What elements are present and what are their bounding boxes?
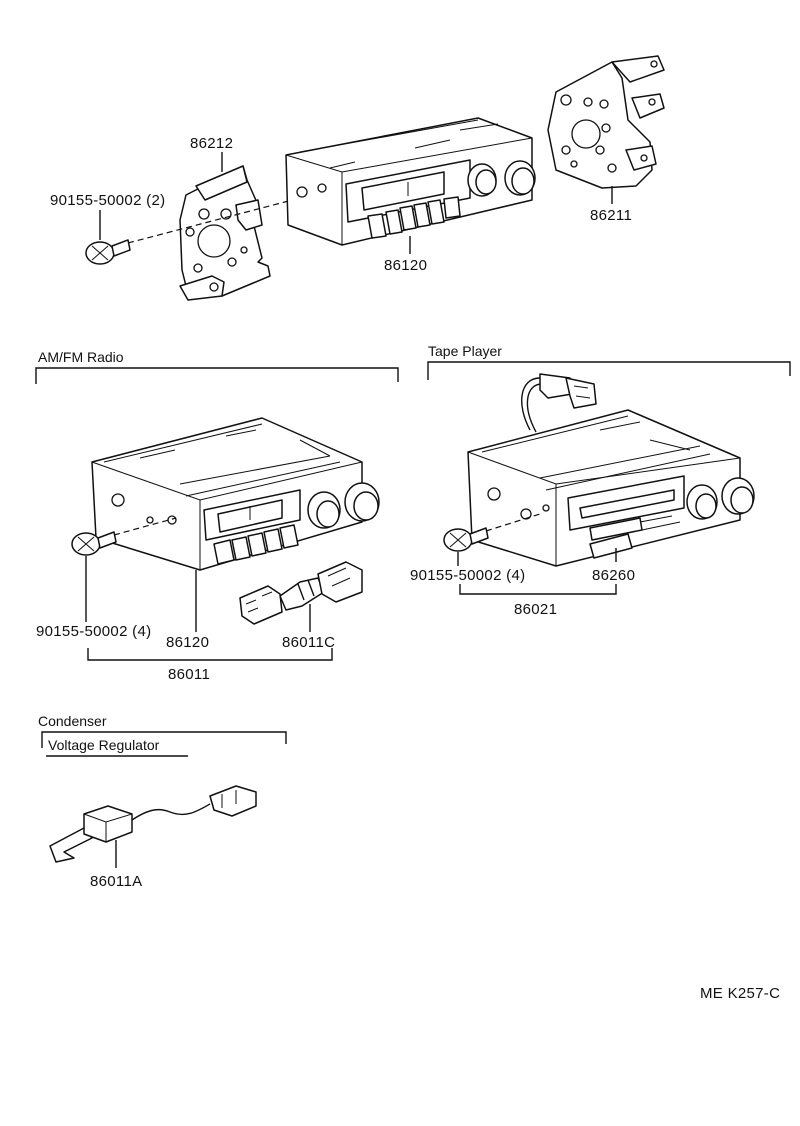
tape-section-bracket xyxy=(427,361,791,380)
amfm-bolt-axis xyxy=(113,517,177,536)
amfm-bolt xyxy=(71,531,117,556)
label-amfm-bolt: 90155-50002 (4) xyxy=(36,623,151,640)
tape-wire-harness xyxy=(521,373,597,433)
label-86011: 86011 xyxy=(168,666,210,683)
tape-player-unit xyxy=(467,409,755,567)
condenser-section: Condenser Voltage Regulator 86011A xyxy=(38,713,287,890)
label-86011a: 86011A xyxy=(90,873,142,890)
label-top-86120: 86120 xyxy=(384,257,427,274)
condenser-section-title: Condenser xyxy=(38,713,107,729)
label-86011c: 86011C xyxy=(282,634,335,651)
label-86260: 86260 xyxy=(592,567,635,584)
tape-bolt xyxy=(443,527,489,552)
label-86211: 86211 xyxy=(590,207,632,224)
left-mounting-bracket xyxy=(179,165,271,301)
top-radio-unit xyxy=(285,117,536,246)
amfm-section-title: AM/FM Radio xyxy=(38,349,124,365)
label-86212: 86212 xyxy=(190,135,233,152)
label-tape-bolt: 90155-50002 (4) xyxy=(410,567,525,584)
condenser-part xyxy=(49,785,257,863)
reference-code: ME K257-C xyxy=(700,985,780,1002)
voltage-regulator-bracket xyxy=(41,731,287,748)
right-mounting-bracket xyxy=(547,55,665,189)
label-86021: 86021 xyxy=(514,601,557,618)
tape-section-title: Tape Player xyxy=(428,343,502,359)
amfm-radio-unit xyxy=(91,417,380,571)
amfm-radio-section: AM/FM Radio xyxy=(35,349,399,683)
tape-player-section: Tape Player xyxy=(410,343,791,618)
amfm-connector xyxy=(239,561,363,625)
tape-assembly-bracket xyxy=(459,584,617,595)
amfm-section-bracket xyxy=(35,367,399,384)
top-bolt xyxy=(85,239,131,265)
top-assembly: 86212 90155-50002 (2) 86120 86211 xyxy=(50,55,665,301)
amfm-assembly-bracket xyxy=(87,648,333,661)
label-top-bolt: 90155-50002 (2) xyxy=(50,192,165,209)
voltage-regulator-title: Voltage Regulator xyxy=(48,737,160,753)
label-amfm-86120: 86120 xyxy=(166,634,209,651)
